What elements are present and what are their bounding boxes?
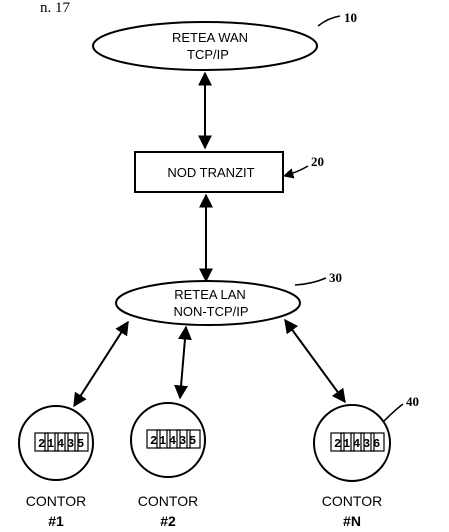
meter-n-body xyxy=(313,404,391,482)
meter-n-digit: 4 xyxy=(353,437,360,451)
transit-ref-number: 20 xyxy=(311,154,324,169)
wan-ellipse xyxy=(92,21,318,71)
meter-2-digit: 4 xyxy=(169,434,176,448)
lan-ellipse xyxy=(115,280,301,326)
wan-network: RETEA WAN TCP/IP xyxy=(92,21,318,71)
wan-label-line2: TCP/IP xyxy=(187,47,229,62)
meter-2-number: #2 xyxy=(160,513,176,529)
meter-2-body xyxy=(130,402,206,478)
meter-1-digit: 4 xyxy=(57,437,64,451)
lan-label-line2: NON-TCP/IP xyxy=(173,304,248,319)
meters-ref-leader xyxy=(382,403,404,423)
meter-1: 2 1 4 3 5 CONTOR #1 xyxy=(18,405,94,529)
meter-1-digit-box xyxy=(34,432,49,452)
meter-n-digit: 3 xyxy=(363,437,370,451)
meter-n-digit-box xyxy=(350,432,365,452)
meter-1-digit-box xyxy=(64,432,79,452)
meter-n-digit-box xyxy=(370,432,385,452)
meter-n-digit-box xyxy=(360,432,375,452)
page-header-fragment: n. 17 xyxy=(40,0,71,16)
meter-2-digit-box xyxy=(146,429,161,449)
meter-n: 2 1 4 3 6 CONTOR #N xyxy=(313,404,391,529)
meter-2-digit: 5 xyxy=(189,434,196,448)
meter-2-digit: 1 xyxy=(159,434,166,448)
wan-label-line1: RETEA WAN xyxy=(172,30,248,45)
meter-1-display: 2 1 4 3 5 xyxy=(34,432,89,452)
transit-node: NOD TRANZIT xyxy=(134,151,284,193)
meter-1-digit-box xyxy=(74,432,89,452)
transit-ref-leader xyxy=(282,165,309,179)
lan-label-line1: RETEA LAN xyxy=(174,287,246,302)
meter-n-digit: 1 xyxy=(343,437,350,451)
meter-n-display: 2 1 4 3 6 xyxy=(330,432,385,452)
arrow-lan-meter-2 xyxy=(174,325,192,400)
meter-2-digit-box xyxy=(156,429,171,449)
meter-n-digit-box xyxy=(330,432,345,452)
meter-1-digit-box xyxy=(44,432,59,452)
meter-2-display: 2 1 4 3 5 xyxy=(146,429,201,449)
meter-n-digit-box xyxy=(340,432,355,452)
meter-n-digit: 2 xyxy=(334,437,341,451)
meters-ref-number: 40 xyxy=(406,394,419,409)
meter-1-label: CONTOR xyxy=(26,493,86,509)
arrow-lan-meter-1 xyxy=(73,320,129,408)
lan-ref-leader xyxy=(294,277,327,286)
lan-network: RETEA LAN NON-TCP/IP xyxy=(115,280,301,326)
meter-2-label: CONTOR xyxy=(138,493,198,509)
meter-1-digit: 1 xyxy=(47,437,54,451)
wan-ref-number: 10 xyxy=(344,10,357,25)
meter-1-digit: 3 xyxy=(67,437,74,451)
meter-1-body xyxy=(18,405,94,481)
meter-1-number: #1 xyxy=(48,513,64,529)
meter-2-digit-box xyxy=(166,429,181,449)
meter-2-digit: 3 xyxy=(179,434,186,448)
meter-2-digit: 2 xyxy=(150,434,157,448)
meter-2: 2 1 4 3 5 CONTOR #2 xyxy=(130,402,206,529)
meter-1-digit-box xyxy=(54,432,69,452)
lan-ref-number: 30 xyxy=(329,270,342,285)
wan-ref-leader xyxy=(317,15,341,27)
meter-n-label: CONTOR xyxy=(322,493,382,509)
meter-1-digit: 5 xyxy=(77,437,84,451)
meter-1-digit: 2 xyxy=(38,437,45,451)
meter-2-digit-box xyxy=(176,429,191,449)
transit-label: NOD TRANZIT xyxy=(167,165,254,180)
meter-2-digit-box xyxy=(186,429,201,449)
meter-n-digit: 6 xyxy=(373,437,380,451)
meter-n-number: #N xyxy=(343,513,361,529)
arrow-lan-meter-n xyxy=(284,318,346,404)
